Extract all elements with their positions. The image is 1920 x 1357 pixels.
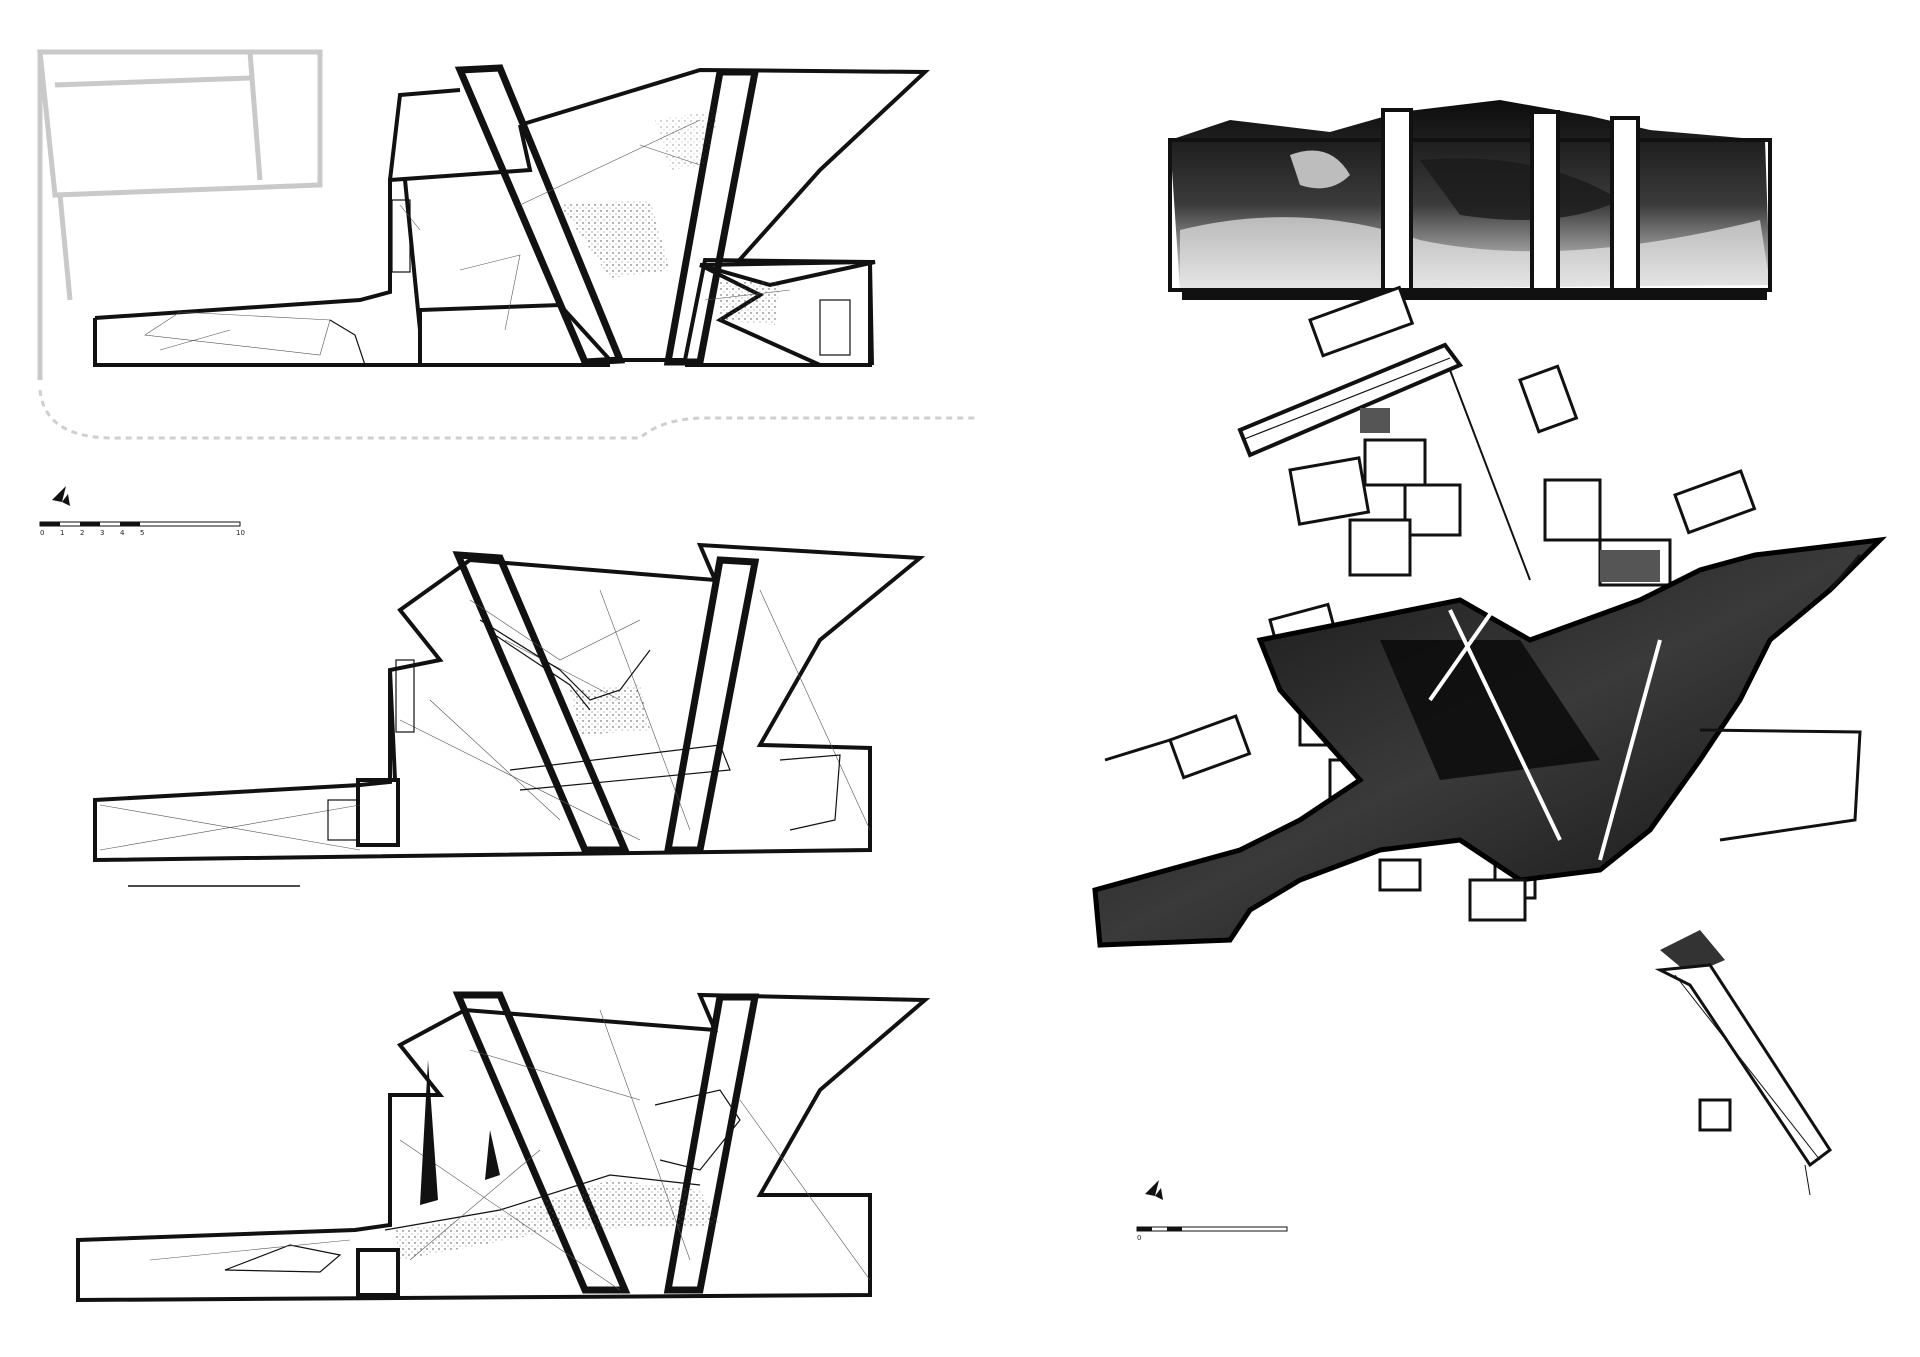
site-context [37,49,975,440]
plan-level-3 [76,991,931,1303]
scale-label-0: 0 [1137,1234,1141,1242]
scale-label-5: 5 [140,529,144,537]
scale-label-2: 2 [80,529,84,537]
diagonal-void-2 [663,556,760,854]
outer-wall [76,992,931,1303]
north-arrow-icon [1145,1180,1163,1200]
scale-label-0: 0 [40,529,44,537]
scale-label-4: 4 [120,529,125,537]
site-plan: 0 [1092,100,1887,1242]
scale-label-10: 10 [236,529,245,537]
plan-level-1: 0 1 2 3 4 5 10 [37,49,975,537]
plan-level-2 [93,542,926,887]
outer-wall [93,542,926,863]
diagonal-void-2 [663,68,760,366]
scale-bar: 0 1 2 3 4 5 10 [39,521,245,537]
scale-bar: 0 [1136,1226,1288,1242]
scale-label-1: 1 [60,529,64,537]
scale-label-3: 3 [100,529,104,537]
section-panel [1168,100,1772,300]
diagonal-void-1 [454,64,626,366]
diagonal-void-1 [452,991,631,1294]
north-arrow-icon [52,486,70,506]
diagonal-void-2 [663,993,760,1294]
diagonal-void-1 [452,551,631,854]
